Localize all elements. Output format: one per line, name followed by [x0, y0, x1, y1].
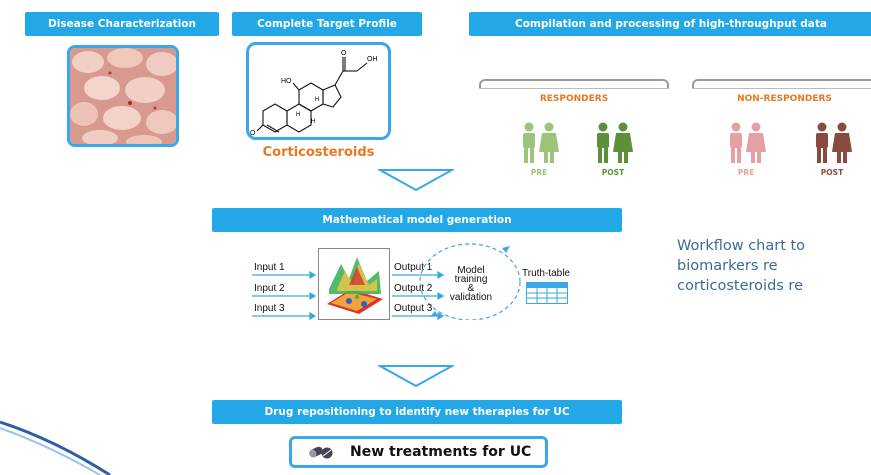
responders-divider [479, 88, 669, 89]
h-label-3: H [311, 119, 315, 125]
training-line-3: & [467, 283, 475, 294]
model-arrows [252, 243, 521, 320]
target-profile-header: Complete Target Profile [232, 12, 422, 36]
responders-label: RESPONDERS [539, 94, 609, 104]
model-diagram: Input 1 Input 2 Input 3 Output 1 Output … [240, 240, 620, 320]
non-responders-pre-figures [730, 122, 766, 163]
high-throughput-data-header: Compilation and processing of high-throu… [469, 12, 871, 36]
responders-post-label: POST [601, 168, 625, 177]
non-responders-label: NON-RESPONDERS [737, 94, 832, 104]
ho-label: HO [281, 78, 292, 85]
responders-pre-label: PRE [530, 168, 548, 177]
non-responders-bracket [692, 79, 871, 89]
output-3-label: Output 3 [394, 303, 433, 314]
truth-table-icon [526, 282, 568, 304]
down-arrow-1 [378, 169, 454, 192]
new-treatments-box: New treatments for UC [289, 436, 548, 468]
responders-pre-figures [523, 122, 559, 163]
colon-tissue-image [67, 45, 179, 147]
decorative-curve [0, 420, 111, 475]
tissue-photo [70, 48, 176, 144]
truth-table-grid [527, 283, 567, 303]
training-line-2: training [454, 274, 488, 285]
ring-o-label: O [250, 130, 256, 137]
h-label-1: H [315, 97, 319, 103]
model-generation-header: Mathematical model generation [212, 208, 622, 232]
non-responders-post-label: POST [820, 168, 844, 177]
disease-characterization-header: Disease Characterization [25, 12, 219, 36]
model-training-text: Model training & validation [446, 265, 496, 303]
training-line-4: validation [449, 292, 493, 303]
compound-name: Corticosteroids [262, 145, 375, 160]
caption-line-3: corticosteroids re [677, 278, 803, 294]
steroid-molecule-diagram: OH O HO H H H O [250, 50, 378, 137]
input-2-label: Input 2 [254, 283, 285, 294]
truth-table-label: Truth-table [522, 268, 570, 279]
surface-plot [327, 257, 383, 314]
h-label-2: H [296, 112, 300, 118]
corticosteroid-structure-box: OH O HO H H H O [246, 42, 391, 140]
workflow-caption: Workflow chart to biomarkers re corticos… [677, 236, 871, 296]
training-line-1: Model [457, 265, 485, 276]
input-1-label: Input 1 [254, 262, 285, 273]
responders-bracket [479, 79, 669, 89]
oh-label: OH [367, 56, 378, 63]
non-responders-divider [692, 88, 871, 89]
surface-plot-image [318, 248, 390, 320]
output-1-label: Output 1 [394, 262, 433, 273]
ketone-o-label: O [341, 50, 347, 57]
caption-line-2: biomarkers re [677, 258, 778, 274]
down-arrow-2 [378, 365, 454, 388]
drug-repositioning-header: Drug repositioning to identify new thera… [212, 400, 622, 424]
non-responders-post-figures [816, 122, 852, 163]
new-treatments-label: New treatments for UC [350, 444, 532, 460]
non-responders-pre-label: PRE [737, 168, 755, 177]
responders-post-figures [597, 122, 633, 163]
caption-line-1: Workflow chart to [677, 238, 806, 254]
input-3-label: Input 3 [254, 303, 285, 314]
output-2-label: Output 2 [394, 283, 433, 294]
pills-icon [309, 446, 333, 459]
